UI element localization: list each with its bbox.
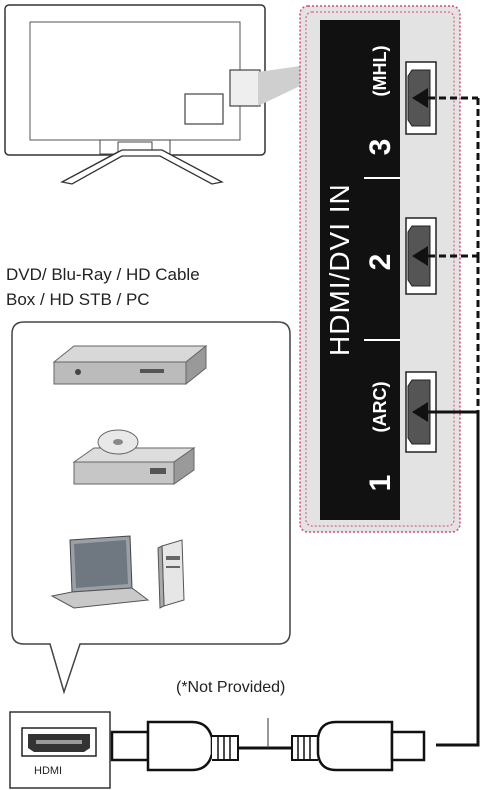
port-1-number: 1 — [364, 474, 397, 492]
hdmi-port-1 — [405, 371, 437, 453]
tv-rear-illustration — [4, 4, 266, 185]
hdmi-port-2 — [405, 217, 437, 295]
source-hdmi-port-label: HDMI — [34, 765, 63, 777]
zoom-callout — [258, 66, 300, 106]
source-hdmi-port — [9, 711, 111, 789]
hdmi-port-3 — [405, 61, 437, 135]
port-2-number: 2 — [364, 253, 397, 271]
port-3-tag: (MHL) — [370, 45, 390, 97]
port-3-number: 3 — [364, 138, 397, 156]
connection-lines — [428, 96, 480, 747]
cable-not-provided-note: (*Not Provided) — [176, 679, 286, 696]
hdmi-cable — [110, 718, 426, 772]
dvd-player-icon — [52, 344, 208, 386]
laptop-icon — [50, 535, 150, 609]
port-1-tag: (ARC) — [370, 381, 390, 433]
bluray-player-icon — [72, 429, 196, 485]
panel-title: HDMI/DVI IN — [324, 183, 355, 356]
source-devices-caption: DVD/ Blu-Ray / HD Cable Box / HD STB / P… — [6, 262, 200, 312]
source-caption-line-2: Box / HD STB / PC — [6, 290, 150, 309]
source-caption-line-1: DVD/ Blu-Ray / HD Cable — [6, 265, 200, 284]
desktop-pc-icon — [157, 539, 185, 609]
